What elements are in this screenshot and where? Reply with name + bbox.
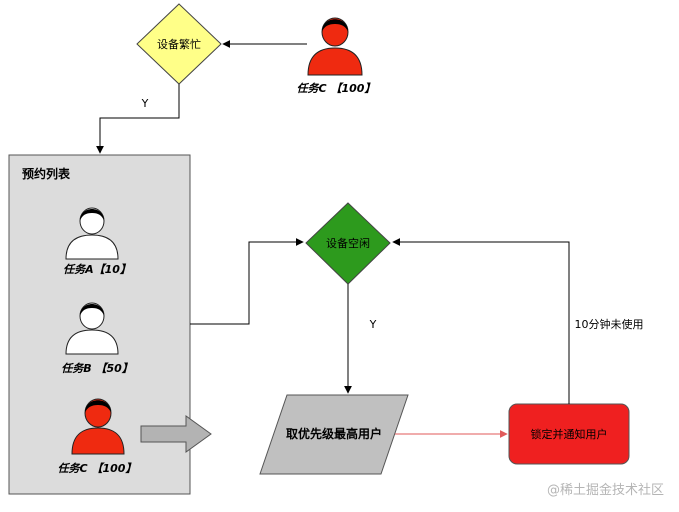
user-b-icon xyxy=(65,302,119,355)
edge-lock-to-idle xyxy=(392,238,570,404)
user-a-icon xyxy=(65,207,119,260)
user-b-label: 任务B 【50】 xyxy=(61,362,133,375)
idle-decision-label: 设备空闲 xyxy=(326,236,370,250)
edge-list-to-idle xyxy=(190,238,304,325)
reservation-list-title: 预约列表 xyxy=(22,166,71,181)
lock-step-label: 锁定并通知用户 xyxy=(531,427,608,441)
user-a-label: 任务A【10】 xyxy=(63,263,131,276)
busy-yes-label: Y xyxy=(141,97,149,110)
busy-decision-label: 设备繁忙 xyxy=(157,37,201,51)
fetch-step-label: 取优先级最高用户 xyxy=(286,426,382,441)
watermark: @稀土掘金技术社区 xyxy=(547,482,664,498)
timeout-label: 10分钟未使用 xyxy=(575,317,644,331)
user-c-icon xyxy=(71,398,125,455)
incoming-task-label: 任务C 【100】 xyxy=(297,82,376,95)
user-c-label: 任务C 【100】 xyxy=(58,462,137,475)
edge-busy-to-list xyxy=(96,84,180,154)
idle-yes-label: Y xyxy=(369,318,377,331)
incoming-user-icon xyxy=(307,17,363,76)
block-arrow-icon xyxy=(140,415,212,453)
fetch-step xyxy=(259,394,409,475)
